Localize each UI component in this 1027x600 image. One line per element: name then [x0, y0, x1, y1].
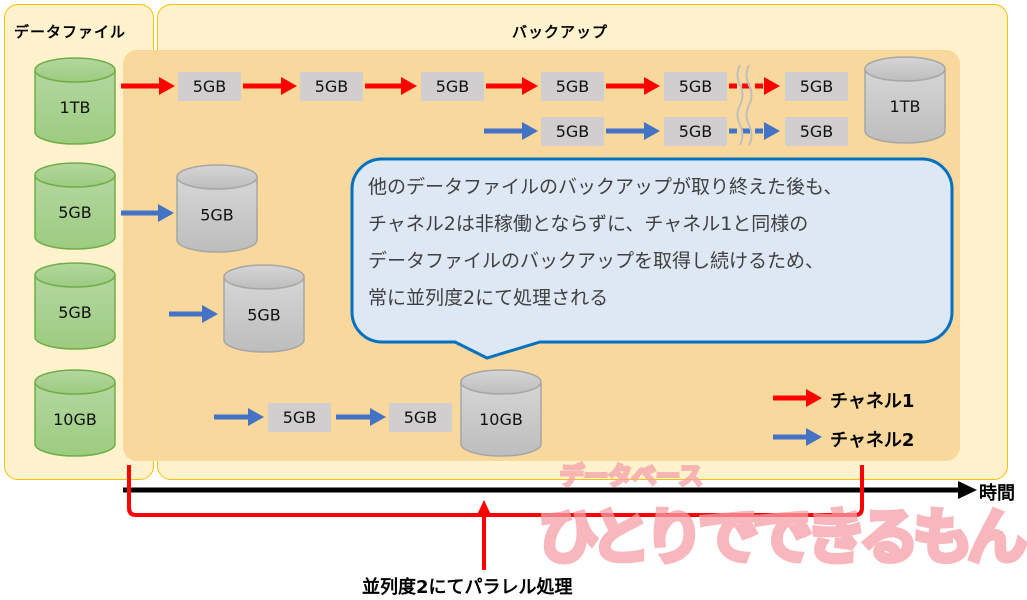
legend-channel2-arrow [773, 428, 822, 446]
channel1-arrow [365, 77, 417, 95]
parallel-label: 並列度2にてパラレル処理 [362, 577, 573, 598]
parallel-pointer-arrowhead [476, 500, 492, 517]
backup-chunk: 5GB [178, 72, 241, 101]
backup-chunk: 5GB [268, 403, 331, 432]
data-file-cylinder: 1TB [34, 57, 116, 145]
channel2-arrow [484, 122, 538, 140]
channel1-arrow [486, 77, 538, 95]
cylinder-label: 10GB [479, 410, 523, 429]
channel1-arrow [606, 77, 660, 95]
break-lines [736, 64, 753, 146]
cylinder-top [34, 369, 116, 395]
backup-chunk: 5GB [421, 72, 484, 101]
callout-line: 他のデータファイルのバックアップが取り終えた後も、 [368, 176, 843, 198]
backup-chunk: 5GB [541, 72, 604, 101]
cylinder-top [176, 164, 258, 190]
parallel-bracket [127, 465, 864, 517]
time-axis-label: 時間 [979, 483, 1015, 504]
backup-chunk: 5GB [389, 403, 452, 432]
cylinder-body [34, 175, 116, 250]
backup-cylinder: 5GB [223, 264, 305, 353]
backup-chunk: 5GB [541, 117, 604, 146]
cylinder-body [34, 275, 116, 350]
cylinder-label: 5GB [58, 203, 92, 222]
legend-channel1-arrow [773, 389, 822, 407]
cylinder-top [864, 56, 946, 82]
cylinder-top [34, 57, 116, 83]
cylinder-label: 5GB [200, 206, 234, 225]
channel2-arrow [121, 204, 174, 222]
channel2-dashed-arrow [729, 122, 780, 140]
data-file-cylinder: 10GB [34, 369, 116, 457]
cylinder-top [223, 264, 305, 290]
callout-line: データファイルのバックアップを取得し続けるため、 [368, 250, 825, 272]
callout-line: 常に並列度2にて処理される [368, 287, 609, 309]
backup-cylinder: 5GB [176, 164, 258, 253]
backup-title: バックアップ [512, 23, 609, 41]
data-file-cylinder: 5GB [34, 162, 116, 250]
backup-chunk: 5GB [300, 72, 363, 101]
channel1-arrow [121, 77, 175, 95]
legend-channel1: チャネル1 [830, 391, 915, 412]
cylinder-body [864, 69, 946, 144]
data-files-title: データファイル [14, 23, 127, 41]
callout-line: チャネル2は非稼働とならずに、チャネル1と同様の [368, 213, 809, 235]
cylinder-label: 1TB [60, 98, 91, 117]
backup-cylinder: 1TB [864, 56, 946, 144]
backup-chunk: 5GB [664, 72, 727, 101]
backup-chunk: 5GB [785, 72, 848, 101]
channel2-arrow [606, 122, 660, 140]
cylinder-body [34, 70, 116, 145]
cylinder-top [34, 262, 116, 288]
time-axis-arrowhead [958, 481, 977, 499]
backup-chunk: 5GB [664, 117, 727, 146]
channel2-arrow [214, 408, 264, 426]
callout-bubble [350, 157, 954, 360]
channel2-arrow [169, 305, 218, 323]
cylinder-body [176, 177, 258, 253]
cylinder-body [460, 382, 542, 457]
backup-cylinder: 10GB [460, 369, 542, 457]
cylinder-top [34, 162, 116, 188]
cylinder-label: 5GB [58, 303, 92, 322]
cylinder-label: 10GB [53, 410, 97, 429]
cylinder-label: 5GB [247, 306, 281, 325]
cylinder-top [460, 369, 542, 395]
cylinder-body [34, 382, 116, 457]
cylinder-label: 1TB [890, 97, 921, 116]
callout-text: 他のデータファイルのバックアップが取り終えた後も、 チャネル2は非稼働とならずに… [368, 169, 842, 317]
channel1-arrow [243, 77, 297, 95]
legend-channel2: チャネル2 [830, 430, 915, 451]
data-file-cylinder: 5GB [34, 262, 116, 350]
cylinder-body [223, 277, 305, 353]
channel2-arrow [336, 408, 386, 426]
channel1-dashed-arrow [729, 77, 780, 95]
backup-chunk: 5GB [785, 117, 848, 146]
